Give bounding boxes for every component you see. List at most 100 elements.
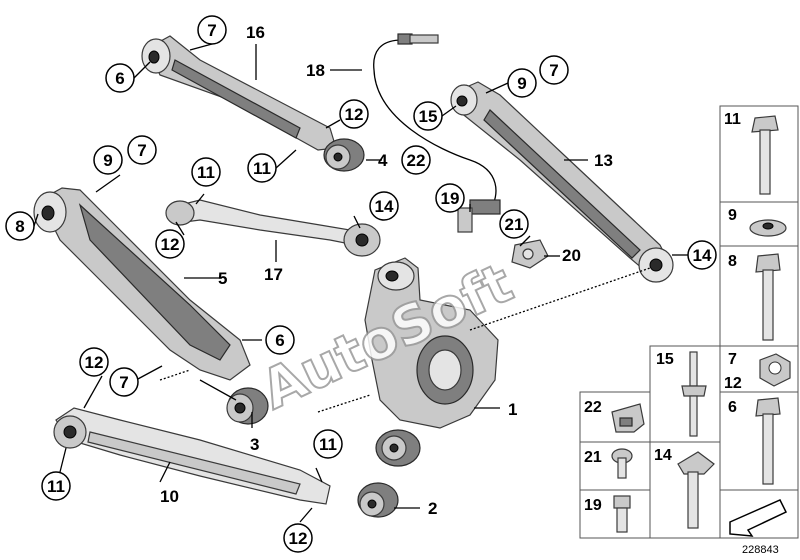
clip-icon [611, 403, 645, 433]
panel-cell-14 [649, 441, 721, 539]
svg-text:6: 6 [275, 331, 284, 350]
screw-icon [611, 448, 633, 479]
washer-icon [749, 219, 787, 237]
callout-12-mid: 12 [155, 229, 185, 259]
wheel-carrier [364, 257, 499, 429]
callout-9-left: 9 [93, 145, 123, 175]
svg-text:12: 12 [345, 105, 364, 124]
hex-bolt-icon [755, 253, 781, 341]
callout-19: 19 [435, 183, 465, 213]
svg-text:14: 14 [375, 197, 394, 216]
callout-14-center: 14 [369, 191, 399, 221]
callout-16: 16 [246, 23, 265, 42]
callout-12-lower-right: 12 [283, 523, 313, 553]
flange-bolt-icon [751, 115, 779, 195]
integral-arm [450, 81, 674, 283]
callout-7-right: 7 [539, 55, 569, 85]
svg-text:12: 12 [161, 235, 180, 254]
callout-11-lower-left: 11 [41, 471, 71, 501]
lower-arm [53, 407, 331, 505]
svg-text:20: 20 [562, 246, 581, 265]
panel-label-6: 6 [728, 399, 737, 416]
bushing-part-2 [357, 482, 399, 518]
panel-label-14: 14 [654, 447, 672, 464]
svg-text:7: 7 [549, 61, 558, 80]
panel-label-21: 21 [584, 449, 602, 466]
direction-arrow-icon [729, 499, 788, 537]
callout-17: 17 [264, 265, 283, 284]
svg-text:11: 11 [47, 477, 65, 496]
svg-text:10: 10 [160, 487, 179, 506]
svg-text:5: 5 [218, 269, 227, 288]
toe-link-arm [165, 199, 381, 257]
svg-text:16: 16 [246, 23, 265, 42]
stud-bolt-icon [681, 351, 707, 437]
svg-text:17: 17 [264, 265, 283, 284]
flange-bolt-long-icon [755, 397, 781, 485]
panel-label-12: 12 [724, 375, 742, 392]
svg-text:14: 14 [693, 246, 712, 265]
callout-7-top: 7 [197, 15, 227, 45]
bushing-part-4 [323, 138, 365, 172]
socket-screw-icon [613, 495, 631, 533]
callout-11-mid: 11 [191, 157, 221, 187]
svg-text:22: 22 [407, 151, 426, 170]
svg-text:1: 1 [508, 400, 517, 419]
panel-label-19: 19 [584, 497, 602, 514]
callout-22: 22 [401, 145, 431, 175]
callout-18: 18 [306, 61, 325, 80]
figure-number: 228843 [742, 544, 779, 556]
svg-text:9: 9 [517, 74, 526, 93]
leader-lines [33, 43, 688, 523]
upper-control-arm [141, 35, 337, 151]
svg-text:7: 7 [137, 141, 146, 160]
panel-label-9: 9 [728, 207, 737, 224]
svg-text:19: 19 [441, 189, 460, 208]
svg-text:8: 8 [15, 217, 24, 236]
carrier-bushing [375, 429, 421, 467]
callout-7-left: 7 [127, 135, 157, 165]
svg-text:7: 7 [207, 21, 216, 40]
callout-11-upper: 11 [247, 153, 277, 183]
callout-6-lower: 6 [265, 325, 295, 355]
callout-14-right: 14 [687, 240, 717, 270]
svg-text:2: 2 [428, 499, 437, 518]
bolt-with-washer-icon [677, 451, 715, 529]
callout-15: 15 [413, 101, 443, 131]
callout-2: 2 [428, 499, 437, 518]
svg-text:3: 3 [250, 435, 259, 454]
wishbone [33, 187, 251, 381]
panel-label-8: 8 [728, 253, 737, 270]
callout-12-lower-left: 12 [79, 347, 109, 377]
panel-cell-21 [579, 441, 651, 491]
fastener-panel: 11 9 8 15 7 12 [579, 105, 799, 539]
panel-label-22: 22 [584, 399, 602, 416]
svg-text:6: 6 [115, 69, 124, 88]
callout-13: 13 [594, 151, 613, 170]
svg-text:12: 12 [289, 529, 308, 548]
svg-text:11: 11 [197, 163, 215, 182]
sensor-bracket [511, 239, 549, 269]
callout-3: 3 [250, 435, 259, 454]
hex-nut-icon [759, 353, 791, 387]
svg-text:11: 11 [253, 159, 271, 178]
svg-text:21: 21 [505, 215, 524, 234]
callout-20: 20 [562, 246, 581, 265]
callout-12-upper: 12 [339, 99, 369, 129]
svg-text:12: 12 [85, 353, 104, 372]
bushing-part-3 [226, 387, 269, 425]
callout-7-bottom: 7 [109, 367, 139, 397]
callout-5: 5 [218, 269, 227, 288]
callout-21: 21 [499, 209, 529, 239]
callout-6-upper: 6 [105, 63, 135, 93]
callout-11-lower-right: 11 [313, 429, 343, 459]
panel-label-7: 7 [728, 351, 737, 368]
panel-label-11: 11 [724, 111, 741, 128]
svg-text:11: 11 [319, 435, 337, 454]
wear-sensor [373, 33, 501, 233]
svg-text:15: 15 [419, 107, 438, 126]
panel-label-15: 15 [656, 351, 674, 368]
svg-text:13: 13 [594, 151, 613, 170]
svg-text:9: 9 [103, 151, 112, 170]
